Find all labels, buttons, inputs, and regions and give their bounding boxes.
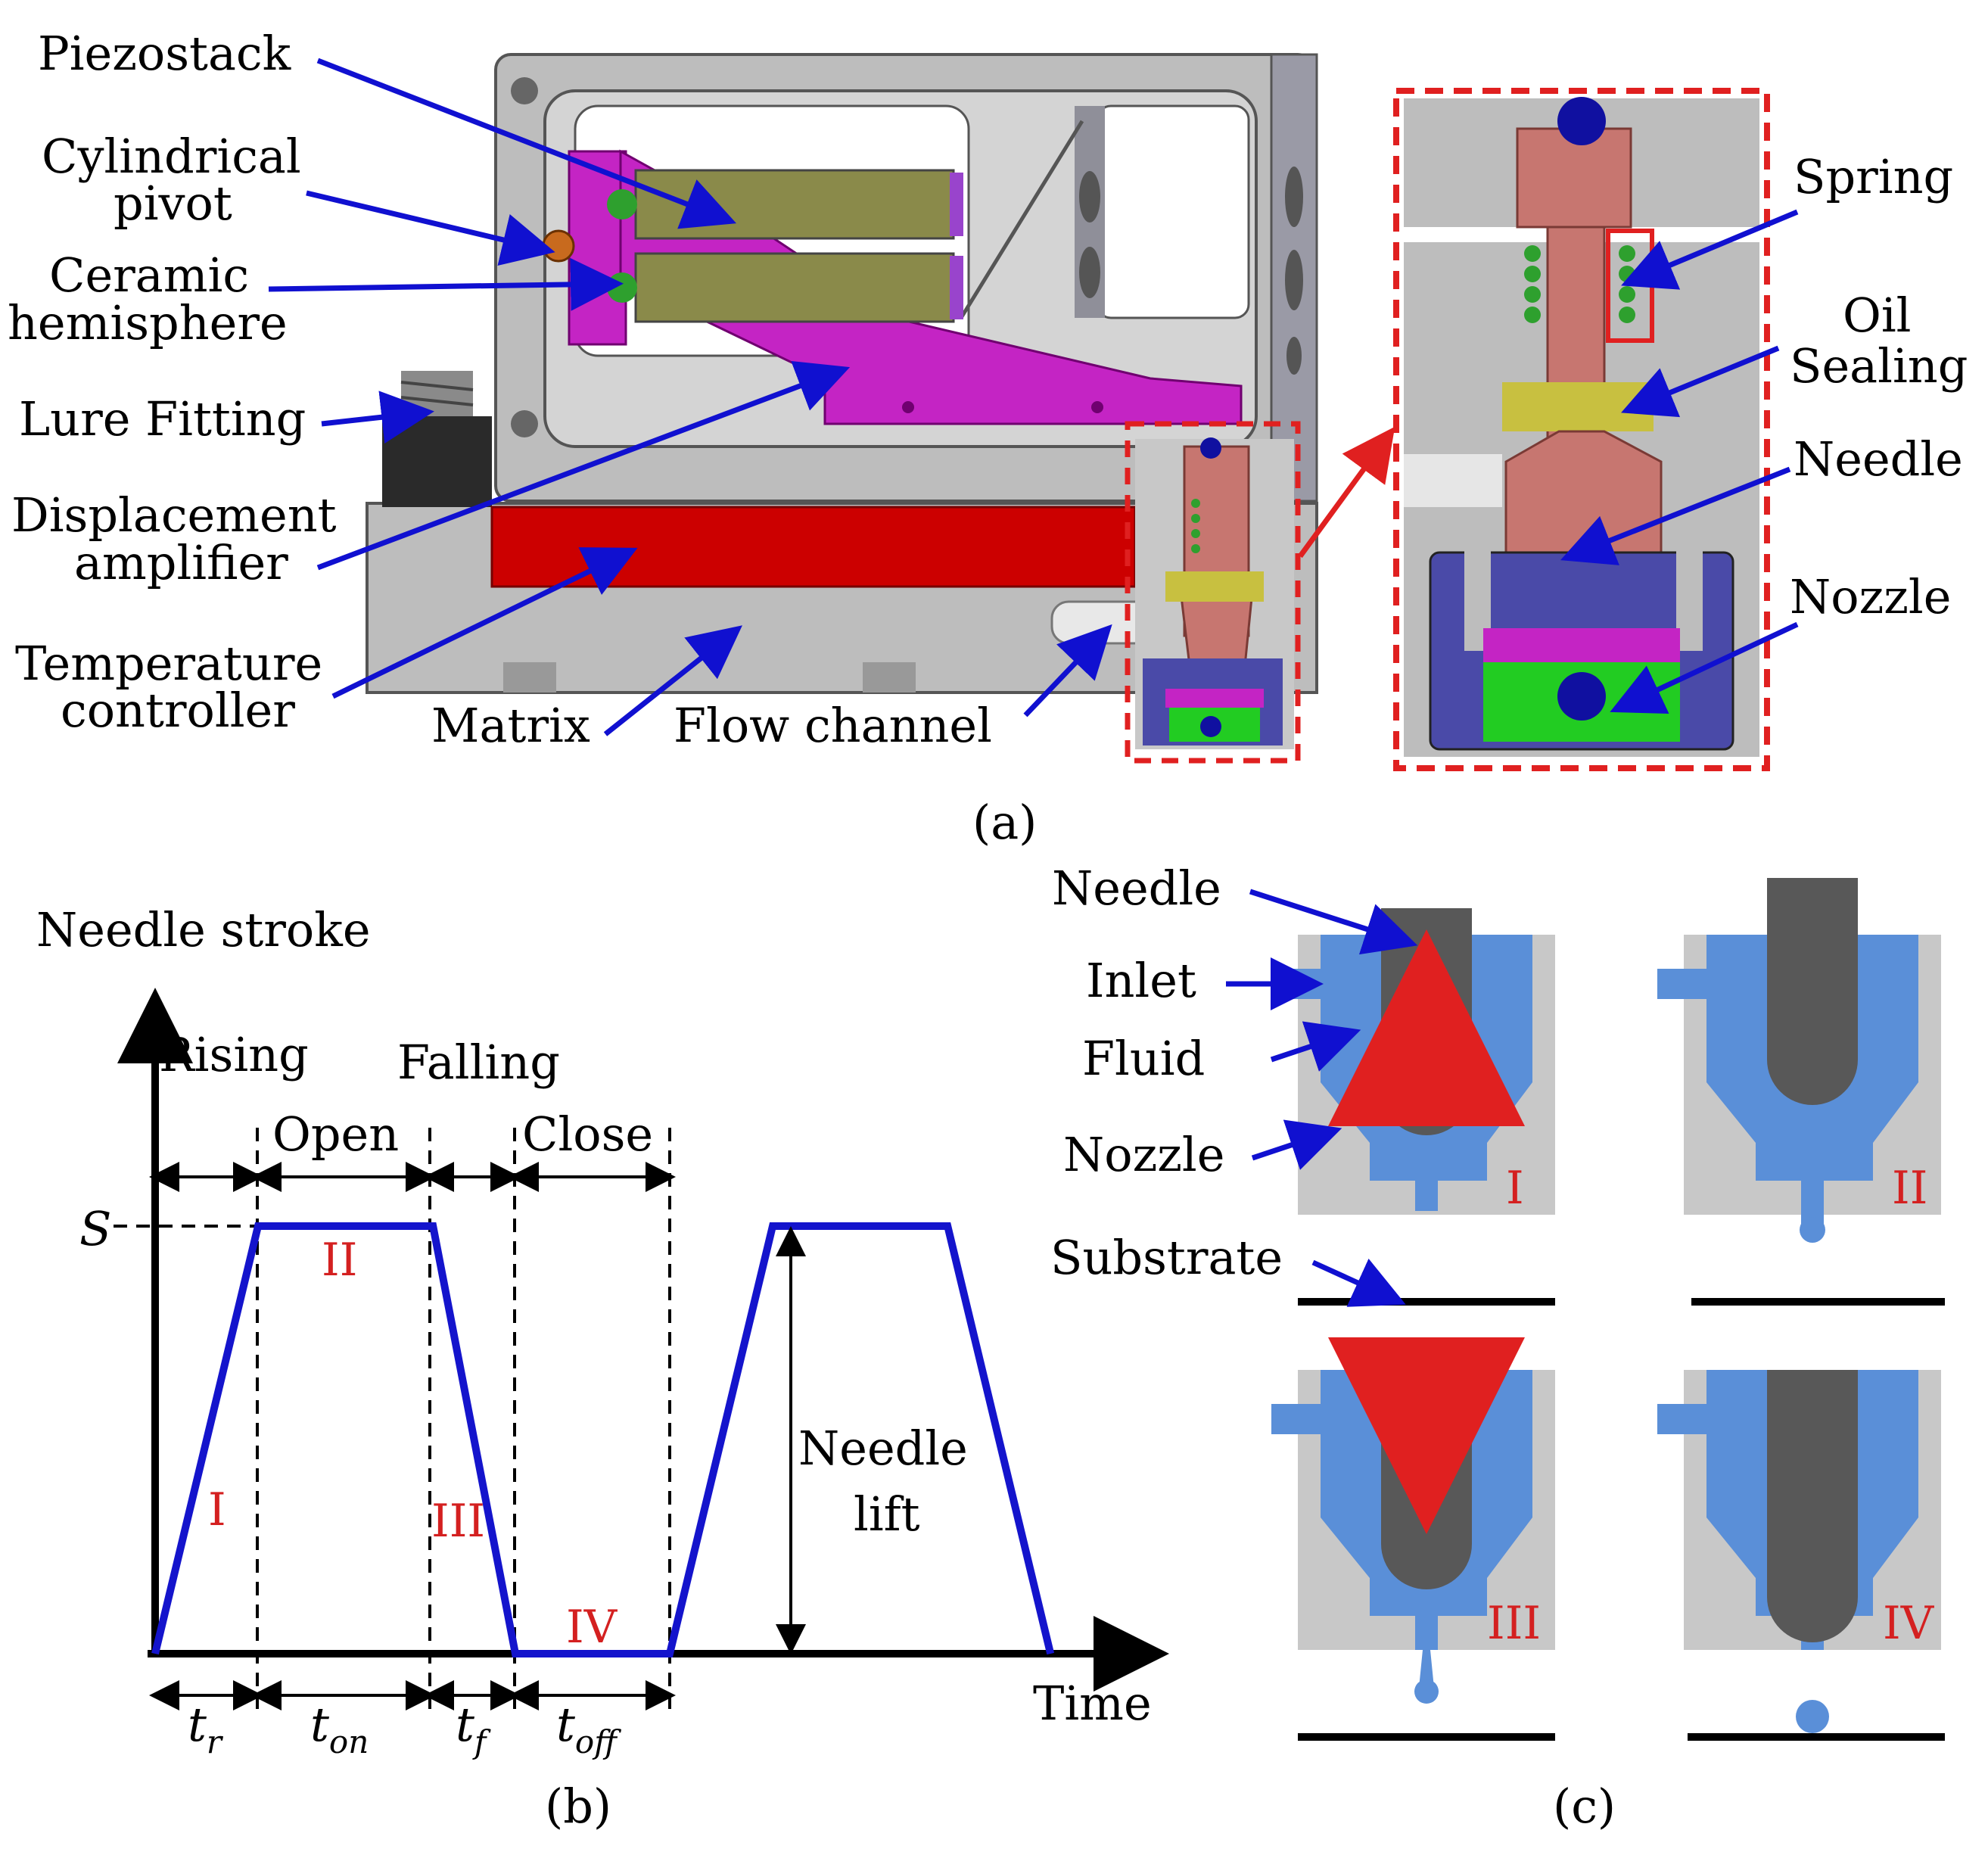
lure-fitting <box>382 371 492 507</box>
time-labels: tr ton tf toff <box>188 1697 621 1760</box>
caption-b: (b) <box>545 1779 611 1834</box>
phase-intervals <box>149 1162 676 1710</box>
label-c-fluid: Fluid <box>1082 1031 1205 1086</box>
stage-label-ii: II <box>322 1234 357 1287</box>
label-flow-channel: Flow channel <box>674 698 992 753</box>
needle-lift-label-1: Needle <box>798 1421 968 1476</box>
stage-c-iv: IV <box>1883 1597 1935 1650</box>
label-displacement-1: Displacement <box>11 487 337 543</box>
label-cylindrical-2: pivot <box>114 176 232 231</box>
stage-c-i: I <box>1506 1162 1524 1215</box>
stage-c-ii: II <box>1892 1162 1927 1215</box>
nozzle-stage-ii: II <box>1657 878 1941 1243</box>
caption-c: (c) <box>1553 1779 1616 1834</box>
zoom-arrow <box>1298 426 1395 559</box>
valve-detail <box>1404 97 1759 757</box>
label-piezostack: Piezostack <box>38 26 291 81</box>
label-c-inlet: Inlet <box>1086 953 1196 1008</box>
label-matrix: Matrix <box>431 698 590 753</box>
label-needle: Needle <box>1794 431 1963 487</box>
label-displacement-2: amplifier <box>74 535 288 590</box>
panel-c-leaders <box>1226 889 1418 1307</box>
panel-a: Piezostack Cylindrical pivot Ceramic hem… <box>8 26 1968 850</box>
panel-b: Needle stroke Time S Rising Falling Open… <box>36 902 1169 1834</box>
svg-text:ton: ton <box>310 1697 369 1760</box>
cylindrical-pivot <box>542 229 575 263</box>
label-lure: Lure Fitting <box>19 391 306 447</box>
panel-a-leaders <box>268 58 1799 736</box>
label-c-nozzle: Nozzle <box>1063 1127 1224 1182</box>
phase-falling: Falling <box>397 1035 560 1090</box>
panel-c: I II III IV <box>1050 861 1945 1834</box>
nozzle-stage-i: I <box>1271 908 1555 1215</box>
label-ceramic-1: Ceramic <box>49 247 249 303</box>
phase-open: Open <box>272 1107 399 1162</box>
nozzle-stage-iii: III <box>1271 1337 1555 1704</box>
valve-detail-box-small <box>1125 421 1301 764</box>
svg-text:toff: toff <box>556 1697 621 1760</box>
label-temperature-2: controller <box>61 683 295 738</box>
label-oil-2: Sealing <box>1790 338 1968 394</box>
x-axis-label: Time <box>1033 1676 1152 1731</box>
phase-close: Close <box>522 1107 653 1162</box>
stage-label-iv: IV <box>566 1601 618 1654</box>
svg-text:tf: tf <box>456 1697 491 1760</box>
label-nozzle: Nozzle <box>1790 569 1951 624</box>
s-label: S <box>79 1201 111 1256</box>
label-oil-1: Oil <box>1843 288 1912 343</box>
valve-detail-box <box>1393 88 1770 771</box>
caption-a: (a) <box>972 795 1037 850</box>
svg-text:tr: tr <box>188 1697 224 1760</box>
housing <box>494 53 1318 503</box>
needle-lift-label-2: lift <box>854 1486 920 1542</box>
needle-stroke-line <box>151 1222 1055 1657</box>
stage-c-iii: III <box>1487 1597 1541 1650</box>
label-spring: Spring <box>1794 149 1953 204</box>
label-c-substrate: Substrate <box>1050 1230 1283 1285</box>
phase-rising: Rising <box>159 1027 309 1082</box>
nozzle-stage-iv: IV <box>1657 1370 1941 1733</box>
label-temperature-1: Temperature <box>15 636 322 691</box>
label-c-needle: Needle <box>1052 861 1221 916</box>
label-ceramic-2: hemisphere <box>8 295 288 350</box>
valve-small <box>1135 437 1294 749</box>
y-axis-label: Needle stroke <box>36 902 371 957</box>
stage-label-iii: III <box>431 1495 485 1548</box>
label-cylindrical-1: Cylindrical <box>42 129 301 184</box>
stage-label-i: I <box>208 1483 226 1536</box>
